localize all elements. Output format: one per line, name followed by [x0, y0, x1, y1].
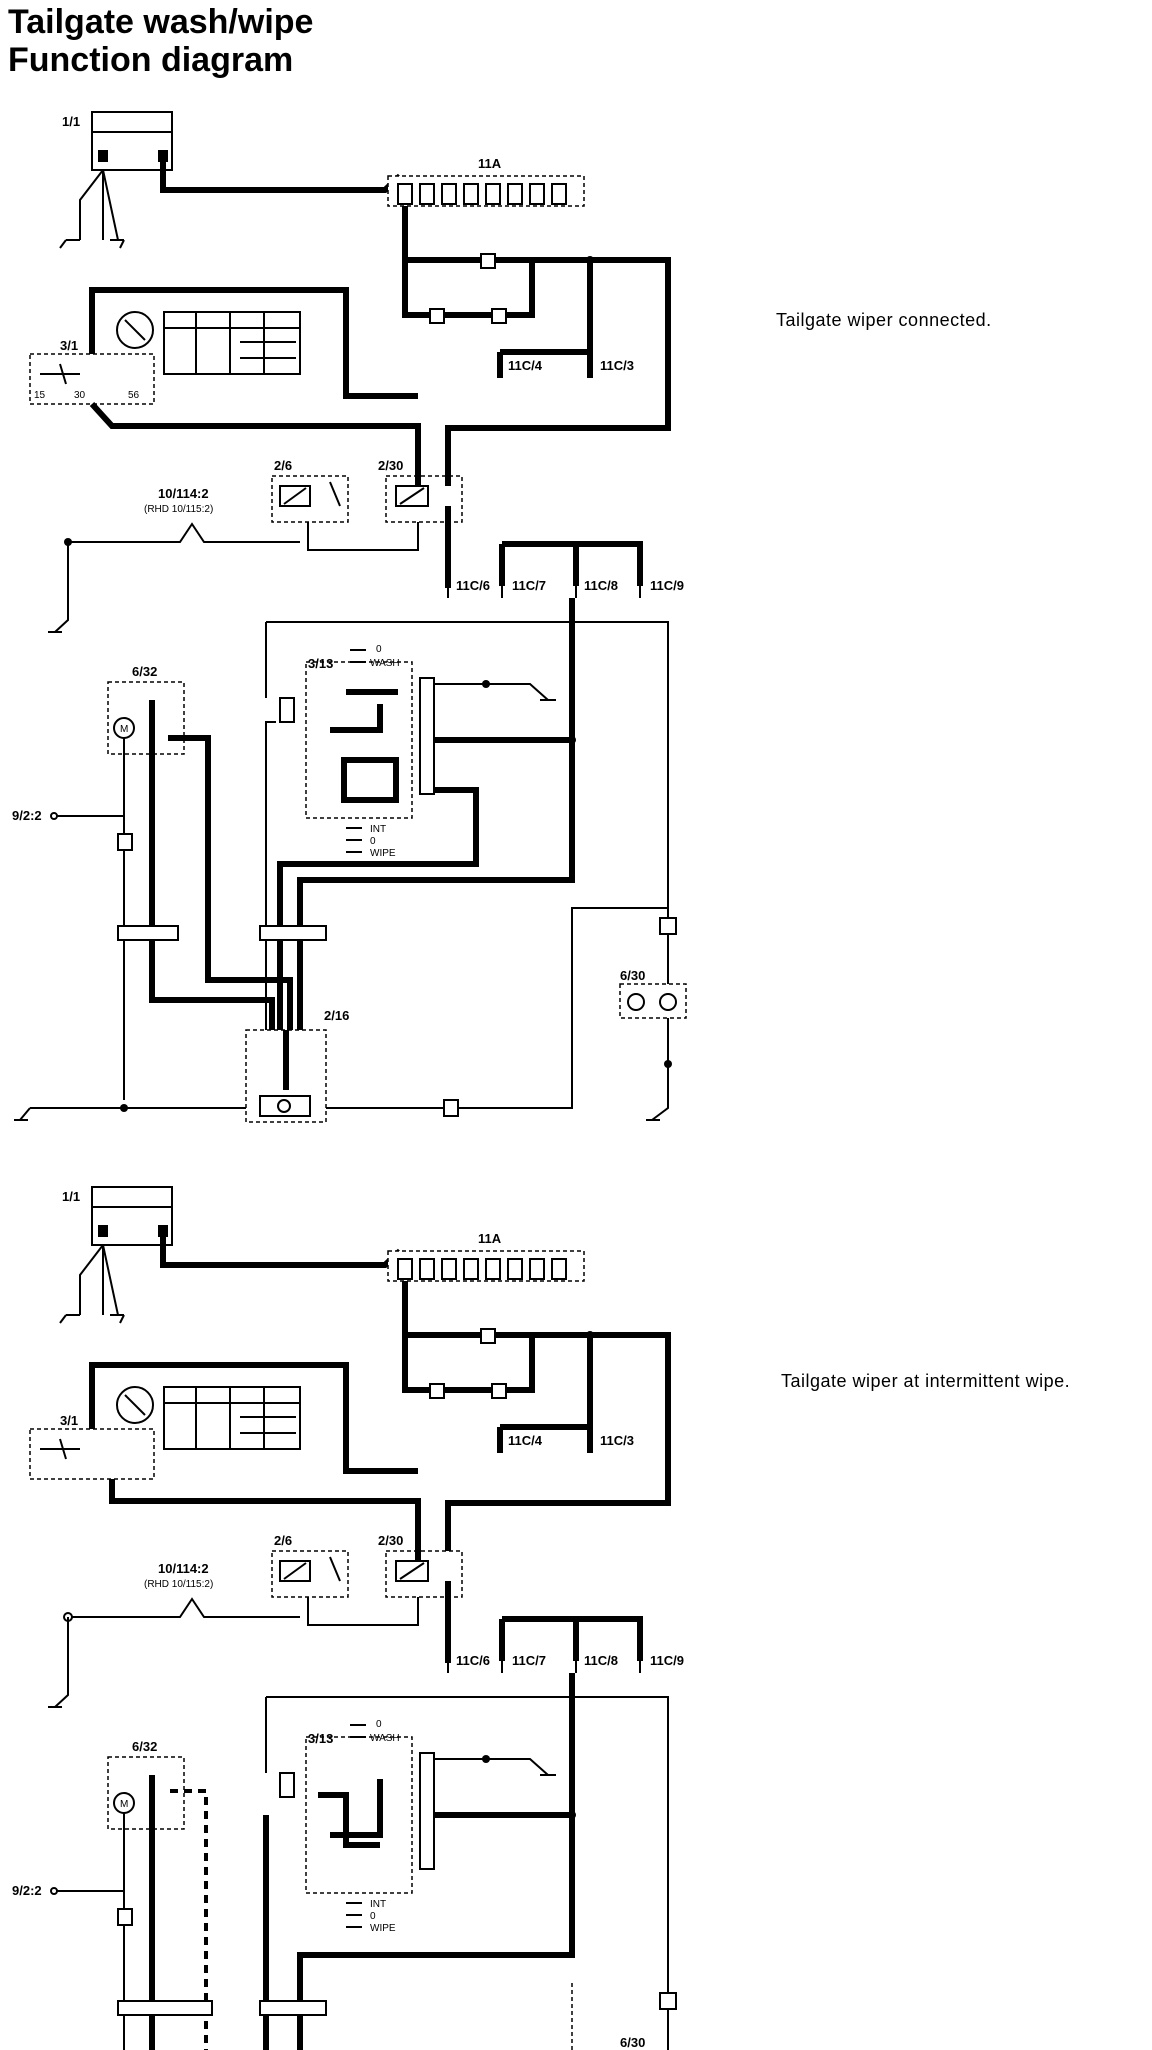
lamp-6-30: 6/30: [619, 917, 687, 1019]
fuse-box-11a-b: 11A: [387, 1231, 585, 1282]
label-3-13-b: 3/13: [308, 1731, 333, 1746]
label-int-2: INT: [370, 1899, 386, 1910]
label-2-6: 2/6: [274, 458, 292, 473]
label-11c-6: 11C/6: [456, 578, 490, 593]
label-9-2-2: 9/2:2: [12, 808, 42, 823]
label-11c-3: 11C/3: [600, 358, 634, 373]
label-int-1: INT: [370, 824, 386, 835]
svg-text:M: M: [120, 724, 128, 735]
caption-tailgate-wiper-intermittent: Tailgate wiper at intermittent wipe.: [781, 1371, 1071, 1391]
svg-text:M: M: [120, 1799, 128, 1810]
svg-text:30: 30: [74, 390, 86, 401]
wiring-diagram-2: 1/1 11A 11C/4 11C/3: [12, 1186, 684, 2050]
label-9-2-2-b: 9/2:2: [12, 1883, 42, 1898]
motor-6-32-b: M 6/32: [107, 1739, 185, 1830]
svg-text:56: 56: [128, 390, 140, 401]
label-11c-3-b: 11C/3: [600, 1433, 634, 1448]
label-zero-2b: 0: [370, 1911, 376, 1922]
label-wipe-2: WIPE: [370, 1923, 396, 1934]
label-11c-4: 11C/4: [508, 358, 543, 373]
label-10-114-2-b: 10/114:2: [158, 1561, 209, 1576]
label-zero-1: 0: [376, 644, 382, 655]
label-10-114-2: 10/114:2: [158, 486, 209, 501]
label-2-30: 2/30: [378, 458, 403, 473]
relay-2-6: 2/6: [271, 458, 349, 523]
label-6-30-b: 6/30: [620, 2035, 645, 2050]
label-wipe-1: WIPE: [370, 848, 396, 859]
motor-6-32: M 6/32: [107, 664, 185, 755]
switch-3-13-b: 3/13 0 WASH INT 0 WIPE: [305, 1719, 435, 1934]
page-title-line-1: Tailgate wash/wipe: [8, 3, 314, 41]
label-1-1-b: 1/1: [62, 1189, 80, 1204]
label-11a-b: 11A: [478, 1231, 502, 1246]
label-3-1-b: 3/1: [60, 1413, 78, 1428]
label-2-6-b: 2/6: [274, 1533, 292, 1548]
label-2-16: 2/16: [324, 1008, 349, 1023]
label-zero-1b: 0: [370, 836, 376, 847]
caption-tailgate-wiper-connected: Tailgate wiper connected.: [776, 310, 992, 330]
label-zero-2: 0: [376, 1719, 382, 1730]
label-11a: 11A: [478, 156, 502, 171]
relay-2-6-b: 2/6: [271, 1533, 349, 1598]
label-6-32-b: 6/32: [132, 1739, 157, 1754]
switch-3-1-b: 3/1: [29, 1386, 301, 1480]
switch-3-1: 3/1 15 30 56: [29, 311, 301, 405]
svg-text:15: 15: [34, 390, 46, 401]
label-11c-9: 11C/9: [650, 578, 684, 593]
label-11c-7: 11C/7: [512, 578, 546, 593]
label-2-30-b: 2/30: [378, 1533, 403, 1548]
label-1-1: 1/1: [62, 114, 80, 129]
switch-3-13: 3/13 0 WASH INT 0 WIPE: [305, 644, 435, 859]
component-1-1-b: 1/1: [59, 1186, 173, 1324]
label-wash-1: WASH: [370, 658, 400, 669]
label-11c-6-b: 11C/6: [456, 1653, 490, 1668]
wiring-diagram-1: 1/1 11A: [12, 111, 687, 1123]
page-title-line-2: Function diagram: [8, 41, 294, 79]
label-6-30: 6/30: [620, 968, 645, 983]
label-6-32: 6/32: [132, 664, 157, 679]
label-rhd-10-115-2: (RHD 10/115:2): [144, 504, 213, 515]
label-11c-9-b: 11C/9: [650, 1653, 684, 1668]
label-11c-4-b: 11C/4: [508, 1433, 543, 1448]
label-3-13: 3/13: [308, 656, 333, 671]
label-11c-8: 11C/8: [584, 578, 618, 593]
fuse-box-11a: 11A: [387, 156, 585, 207]
label-3-1: 3/1: [60, 338, 78, 353]
label-rhd-10-115-2-b: (RHD 10/115:2): [144, 1579, 213, 1590]
label-11c-8-b: 11C/8: [584, 1653, 618, 1668]
component-1-1: 1/1: [59, 111, 173, 249]
label-wash-2: WASH: [370, 1733, 400, 1744]
label-11c-7-b: 11C/7: [512, 1653, 546, 1668]
